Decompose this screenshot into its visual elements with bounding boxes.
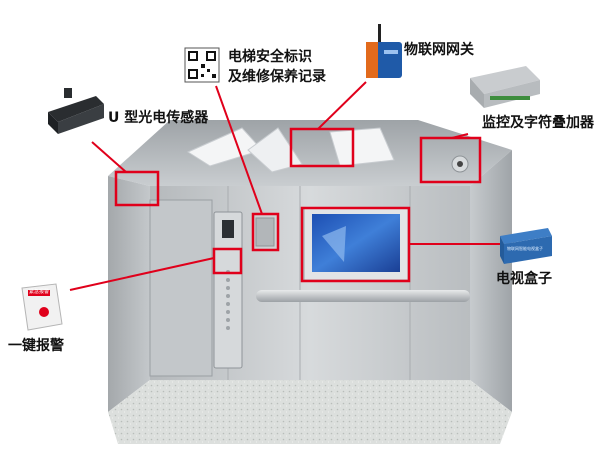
door-panel bbox=[149, 199, 213, 377]
callout-line-u-sensor bbox=[91, 141, 127, 173]
label-u-sensor: U 型光电传感器 bbox=[108, 110, 209, 126]
right-wall bbox=[470, 150, 512, 412]
label-tv-box: 电视盒子 bbox=[496, 271, 552, 287]
label-monitor-overlay: 监控及字符叠加器 bbox=[482, 115, 594, 131]
gateway-device bbox=[366, 24, 402, 78]
handrail bbox=[256, 290, 470, 302]
alarm-device bbox=[21, 283, 63, 331]
label-safety-mark: 电梯安全标识 及维修保养记录 bbox=[228, 47, 326, 87]
highlight-alarm-button bbox=[212, 247, 243, 275]
floor bbox=[108, 380, 512, 444]
ceiling-light-center bbox=[247, 127, 303, 173]
highlight-u-sensor bbox=[114, 170, 160, 207]
tv-box-brand-text: 物联网智能电视盒子 bbox=[507, 246, 543, 251]
callout-line-alarm bbox=[69, 257, 215, 291]
highlight-safety-sign bbox=[251, 212, 280, 252]
highlight-camera bbox=[419, 136, 482, 184]
label-safety-mark-line1: 电梯安全标识 bbox=[228, 49, 312, 65]
label-iot-gateway: 物联网网关 bbox=[404, 42, 474, 58]
ceiling-light-right bbox=[329, 127, 395, 167]
label-safety-mark-line2: 及维修保养记录 bbox=[228, 69, 326, 85]
overlay-device bbox=[470, 66, 540, 108]
label-alarm: 一键报警 bbox=[8, 338, 64, 354]
highlight-gateway bbox=[289, 127, 355, 168]
callout-line-monitor bbox=[451, 133, 469, 139]
callout-line-gateway bbox=[317, 81, 367, 130]
safety-sign bbox=[255, 217, 275, 247]
left-wall bbox=[108, 176, 150, 412]
callout-line-safety bbox=[215, 85, 263, 215]
qr-code bbox=[184, 47, 220, 83]
tv-screen bbox=[312, 214, 400, 272]
alarm-box-text: 紧急报警 bbox=[29, 289, 50, 295]
tv-box-device bbox=[500, 228, 552, 264]
ceiling bbox=[108, 120, 512, 186]
u-sensor-device bbox=[48, 88, 104, 134]
